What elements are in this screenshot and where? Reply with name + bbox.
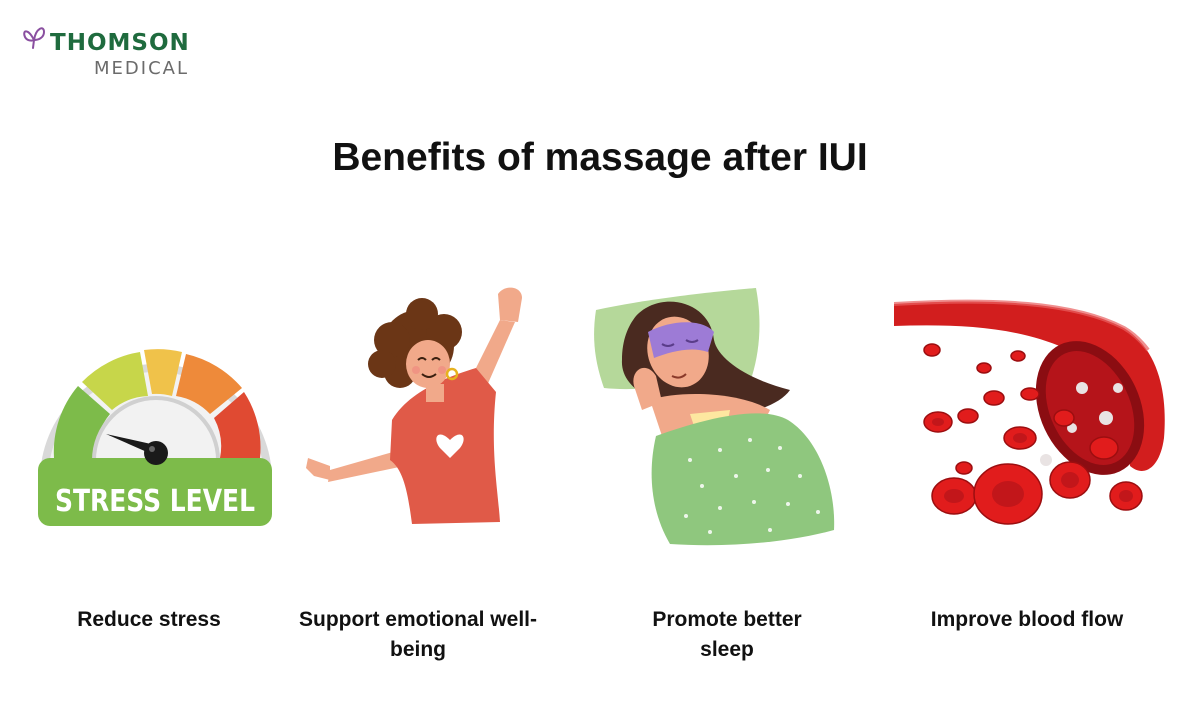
stress-gauge-icon: STRESS LEVEL [38,349,272,526]
page-title: Benefits of massage after IUI [332,136,868,179]
sleeping-woman-eye-mask-icon [594,288,835,546]
blood-vessel-cells-icon [894,299,1165,525]
benefit-caption-reduce-stress: Reduce stress [77,608,221,631]
benefit-caption-better-sleep: Promote better sleep [652,608,802,662]
brand-name-secondary: MEDICAL [94,58,189,79]
benefit-caption-emotional-wellbeing: Support emotional well-being [298,608,537,662]
gauge-label: STRESS LEVEL [55,484,255,519]
brand-name-primary: THOMSON [50,30,190,56]
benefit-caption-blood-flow: Improve blood flow [930,608,1124,631]
brand-logo: THOMSON MEDICAL [20,22,220,82]
butterfly-logo-icon [23,27,46,49]
happy-woman-stretching-icon [306,287,522,524]
